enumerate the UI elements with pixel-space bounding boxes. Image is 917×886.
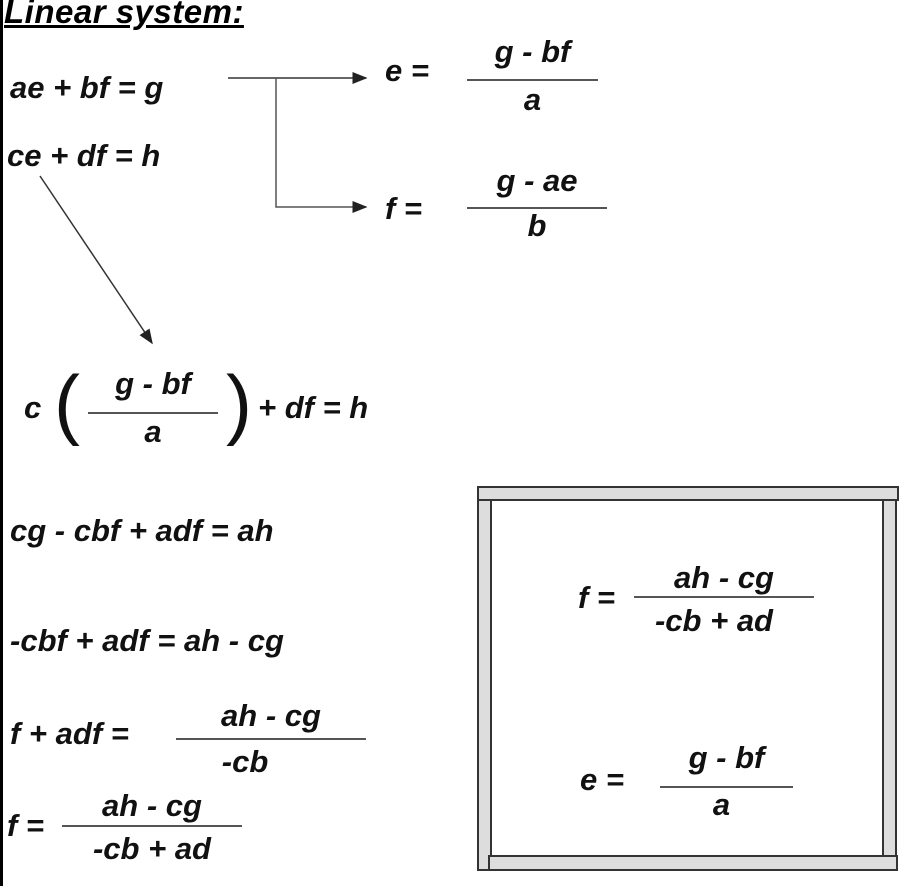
solve-f-numerator: g - ae xyxy=(496,163,578,198)
step-3-denominator: -cb xyxy=(221,744,269,779)
step-4-denominator: -cb + ad xyxy=(92,831,211,866)
result-f-denominator: -cb + ad xyxy=(654,603,773,638)
result-f-lhs: f = xyxy=(578,580,616,615)
solve-e-numerator: g - bf xyxy=(494,34,571,69)
left-border xyxy=(0,0,3,886)
frame-left xyxy=(477,499,492,871)
fraction-bar xyxy=(660,786,793,788)
substitution-coefficient: c xyxy=(24,390,42,425)
substitution-denominator: a xyxy=(144,414,162,449)
fraction-bar xyxy=(62,825,242,827)
step-3-numerator: ah - cg xyxy=(221,698,321,733)
fraction-bar xyxy=(88,412,218,414)
step-4-numerator: ah - cg xyxy=(102,788,202,823)
open-paren: ( xyxy=(54,359,80,447)
result-f-numerator: ah - cg xyxy=(674,560,774,595)
step-4-lhs: f = xyxy=(7,808,45,843)
step-3-lhs: f + adf = xyxy=(10,716,129,751)
substitution-rest: + df = h xyxy=(258,390,369,425)
fraction-bar xyxy=(176,738,366,740)
close-paren: ) xyxy=(226,359,252,447)
equation-2: ce + df = h xyxy=(7,138,161,173)
step-2: -cbf + adf = ah - cg xyxy=(10,623,284,658)
solve-f-lhs: f = xyxy=(385,191,423,226)
step-1: cg - cbf + adf = ah xyxy=(10,513,274,548)
frame-right xyxy=(882,499,897,859)
fraction-bar xyxy=(467,79,598,81)
page-title: Linear system: xyxy=(4,0,244,30)
arrow-substitute xyxy=(39,175,153,345)
result-e-lhs: e = xyxy=(580,762,624,797)
arrow-to-f xyxy=(275,78,368,213)
fraction-bar xyxy=(634,596,814,598)
equation-1: ae + bf = g xyxy=(10,70,164,105)
solve-f-denominator: b xyxy=(527,208,547,243)
solve-e-lhs: e = xyxy=(385,53,429,88)
fraction-bar xyxy=(467,207,607,209)
frame-bottom xyxy=(488,855,898,871)
result-e-numerator: g - bf xyxy=(688,740,765,775)
frame-top xyxy=(477,486,899,501)
substitution-numerator: g - bf xyxy=(115,366,191,401)
result-e-denominator: a xyxy=(712,787,731,822)
solve-e-denominator: a xyxy=(523,82,542,117)
